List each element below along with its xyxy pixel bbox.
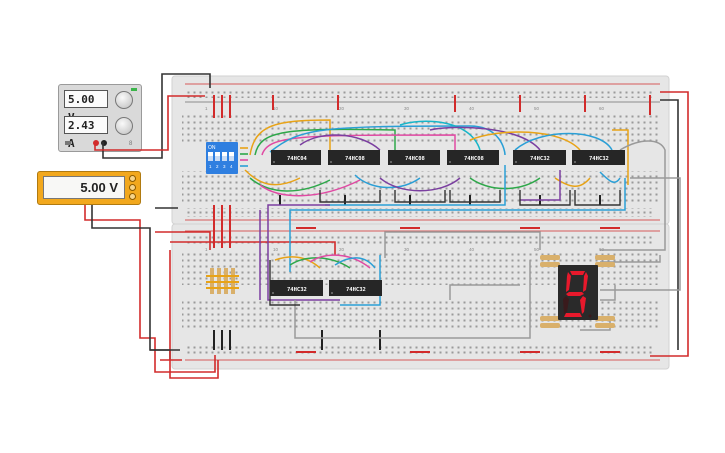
- current-knob[interactable]: [115, 117, 133, 135]
- chip-label: 74HC04: [287, 156, 308, 162]
- display-resistors[interactable]: [540, 255, 615, 328]
- bottom-rail-holes-lower: [185, 345, 655, 354]
- bottom-col-label: 30: [404, 247, 410, 252]
- chip-74hc32-4[interactable]: 74HC32: [329, 280, 382, 296]
- dip-toggle-1[interactable]: [208, 152, 213, 161]
- segment-g: [566, 292, 584, 296]
- top-col-label: 10: [273, 106, 279, 111]
- voltage-knob[interactable]: [115, 91, 133, 109]
- dip-toggle-2[interactable]: [215, 152, 220, 161]
- bottom-col-label: 20: [339, 247, 345, 252]
- dip-pos-label: 2: [216, 164, 219, 169]
- bottom-col-label: 60: [599, 247, 605, 252]
- signal-wires: [244, 119, 629, 306]
- mode-resistance-button[interactable]: [129, 193, 136, 200]
- bottom-col-label: 1: [205, 247, 208, 252]
- bottom-column-labels: 1 10 20 30 40 50 60: [205, 247, 605, 252]
- chip-74hc04[interactable]: 74HC04: [271, 150, 321, 165]
- breadboard-bottom[interactable]: [171, 223, 670, 370]
- dip-switch[interactable]: ON 1 2 3 4: [206, 142, 238, 174]
- multimeter-display: 5.00 V: [43, 176, 125, 199]
- chip-label: 74HC08: [405, 156, 425, 162]
- top-col-label: 20: [339, 106, 345, 111]
- bottom-col-label: 50: [534, 247, 540, 252]
- dip-output-wires: [240, 147, 248, 167]
- top-col-label: 60: [599, 106, 605, 111]
- mode-current-button[interactable]: [129, 184, 136, 191]
- chip-74hc08-1[interactable]: 74HC08: [328, 150, 380, 165]
- top-column-labels: 1 10 20 30 40 50 60: [205, 106, 605, 111]
- top-col-label: 30: [404, 106, 410, 111]
- segment-c: [580, 296, 586, 314]
- negative-terminal[interactable]: [101, 140, 107, 146]
- voltage-display: 5.00 V: [64, 90, 108, 124]
- chip-74hc08-3[interactable]: 74HC08: [447, 150, 499, 165]
- segment-a: [570, 271, 585, 275]
- output-switch[interactable]: [65, 141, 71, 145]
- top-col-label: 50: [534, 106, 540, 111]
- chip-74hc08-2[interactable]: 74HC08: [388, 150, 440, 165]
- top-col-label: 40: [469, 106, 475, 111]
- bottom-terminal-holes-a: [182, 253, 658, 285]
- seven-segment-digit: 9: [571, 297, 572, 299]
- segment-f: [566, 272, 571, 292]
- chip-label: 74HC32: [530, 156, 550, 162]
- segment-e: [563, 296, 569, 314]
- bottom-terminal-holes-b: [182, 298, 658, 330]
- rail-jumpers: [213, 95, 651, 353]
- top-col-label: 1: [205, 106, 208, 111]
- chip-74hc32-1[interactable]: 74HC32: [513, 150, 566, 165]
- power-indicator: [131, 88, 137, 91]
- chip-label: 74HC08: [345, 156, 365, 162]
- current-display: 2.43 A: [64, 116, 108, 150]
- chip-label: 74HC32: [346, 287, 366, 293]
- dip-toggle-4[interactable]: [229, 152, 234, 161]
- positive-terminal[interactable]: [93, 140, 99, 146]
- dark-wires: [269, 190, 621, 306]
- breadboard-top[interactable]: [171, 75, 670, 225]
- bottom-col-label: 40: [469, 247, 475, 252]
- dip-pos-label: 3: [223, 164, 226, 169]
- chip-label: 74HC08: [464, 156, 484, 162]
- mode-voltage-button[interactable]: [129, 175, 136, 182]
- bottom-col-label: 10: [273, 247, 279, 252]
- psu-corner-label: 8: [129, 141, 133, 147]
- resistor-array[interactable]: [206, 268, 239, 294]
- top-terminal-holes-a: [182, 112, 658, 144]
- dip-toggle-3[interactable]: [222, 152, 227, 161]
- multimeter[interactable]: 5.00 V: [37, 171, 141, 205]
- power-wires: [84, 73, 689, 379]
- segment-d: [564, 313, 582, 317]
- top-rail-holes: [185, 89, 655, 98]
- chip-74hc32-3[interactable]: 74HC32: [270, 280, 323, 296]
- segment-b: [583, 272, 588, 292]
- top-terminal-holes-b: [182, 171, 658, 203]
- dip-pos-label: 4: [230, 164, 233, 169]
- power-supply[interactable]: 5.00 V 2.43 A 8: [58, 84, 142, 152]
- bottom-rail-holes: [185, 235, 655, 244]
- gray-wires: [294, 140, 681, 339]
- dip-switch-label: ON: [208, 145, 216, 151]
- seven-segment-display[interactable]: [558, 265, 598, 320]
- dip-pos-label: 1: [209, 164, 212, 169]
- chip-label: 74HC32: [589, 156, 609, 162]
- top-bottom-rail-holes: [185, 208, 655, 217]
- chip-74hc32-2[interactable]: 74HC32: [572, 150, 625, 165]
- chip-label: 74HC32: [287, 287, 307, 293]
